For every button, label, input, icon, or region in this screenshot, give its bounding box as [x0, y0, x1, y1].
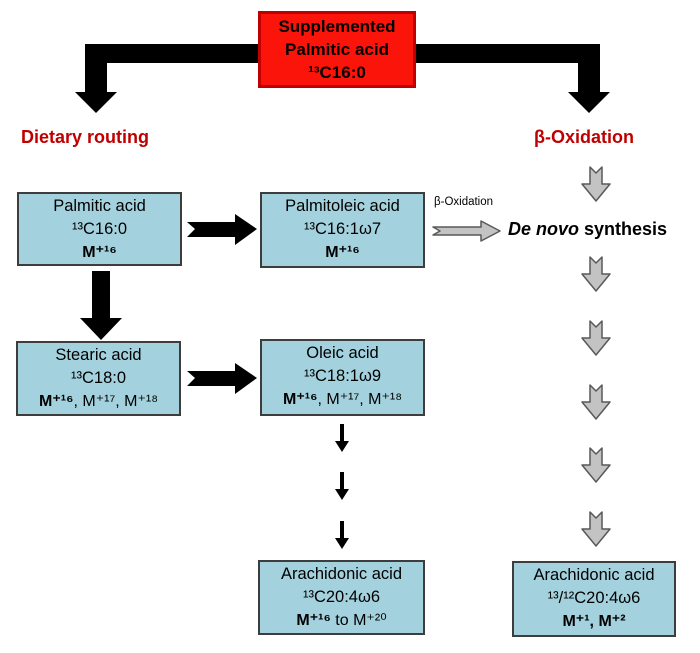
- palmitoleic-acid-box: Palmitoleic acid ¹³C16:1ω7 M⁺¹⁶: [260, 192, 425, 268]
- gray-down-arrow-1: [581, 166, 611, 202]
- box-mass: M⁺¹⁶: [262, 241, 423, 264]
- box-name: Palmitic acid: [53, 197, 146, 215]
- heading-dietary-routing: Dietary routing: [21, 127, 150, 147]
- top-box-line1: Supplemented: [278, 17, 396, 36]
- gray-down-arrow-6: [581, 511, 611, 547]
- box-name: Arachidonic acid: [533, 566, 655, 584]
- beta-oxidation-label: β-Oxidation: [434, 196, 494, 208]
- de-novo-synthesis-label: De novo synthesis: [508, 219, 667, 240]
- top-box-line3: ¹³C16:0: [308, 63, 366, 82]
- arrow-palmitoleic-to-denovo: [432, 220, 501, 242]
- box-isotope: ¹³C20:4ω6: [302, 588, 381, 606]
- arachidonic-acid-dietary-box: Arachidonic acid ¹³C20:4ω6 M⁺¹⁶ to M⁺²⁰: [258, 560, 425, 635]
- box-mass: M⁺¹⁶ to M⁺²⁰: [260, 609, 423, 632]
- palmitic-acid-box: Palmitic acid ¹³C16:0 M⁺¹⁶: [17, 192, 182, 266]
- box-isotope: ¹³C18:1ω9: [303, 367, 382, 385]
- gray-down-arrow-5: [581, 447, 611, 483]
- mass-bold: M⁺¹⁶: [39, 393, 74, 410]
- mass-bold: M⁺¹⁶: [82, 244, 117, 261]
- de-novo-italic: De novo: [508, 219, 580, 239]
- stearic-acid-box: Stearic acid ¹³C18:0 M⁺¹⁶, M⁺¹⁷, M⁺¹⁸: [16, 341, 181, 416]
- mass-rest: to M⁺²⁰: [330, 612, 387, 629]
- box-isotope: ¹³C18:0: [70, 369, 127, 387]
- heading-beta-oxidation: β-Oxidation: [534, 127, 634, 147]
- mass-bold: M⁺¹⁶: [296, 612, 331, 629]
- box-mass: M⁺¹⁶: [19, 241, 180, 264]
- gray-down-arrow-4: [581, 384, 611, 420]
- arrow-stearic-to-oleic: [187, 363, 257, 394]
- mass-rest: , M⁺¹⁷, M⁺¹⁸: [73, 393, 158, 410]
- box-mass: M⁺¹⁶, M⁺¹⁷, M⁺¹⁸: [262, 388, 423, 411]
- dashed-arrow-oleic-to-arachidonic-3: [335, 521, 349, 549]
- mass-bold: M⁺¹⁶: [325, 244, 360, 261]
- arrow-top-to-dietary-routing: [75, 44, 258, 113]
- gray-down-arrow-2: [581, 256, 611, 292]
- top-box-line2: Palmitic acid: [285, 40, 389, 59]
- gray-down-arrow-3: [581, 320, 611, 356]
- box-mass: M⁺¹, M⁺²: [514, 610, 674, 633]
- dashed-arrow-oleic-to-arachidonic-2: [335, 472, 349, 500]
- box-name: Stearic acid: [55, 346, 142, 364]
- dashed-arrow-oleic-to-arachidonic-1: [335, 424, 349, 452]
- arrow-palmitic-to-stearic: [80, 271, 122, 340]
- box-name: Palmitoleic acid: [285, 197, 400, 215]
- supplemented-palmitic-acid-box: Supplemented Palmitic acid ¹³C16:0: [258, 11, 416, 88]
- mass-bold: M⁺¹, M⁺²: [562, 613, 626, 630]
- mass-rest: , M⁺¹⁷, M⁺¹⁸: [317, 391, 402, 408]
- arrow-top-to-beta-oxidation: [416, 44, 610, 113]
- arachidonic-acid-denovo-box: Arachidonic acid ¹³/¹²C20:4ω6 M⁺¹, M⁺²: [512, 561, 676, 637]
- oleic-acid-box: Oleic acid ¹³C18:1ω9 M⁺¹⁶, M⁺¹⁷, M⁺¹⁸: [260, 339, 425, 416]
- de-novo-rest: synthesis: [579, 219, 668, 239]
- box-isotope: ¹³/¹²C20:4ω6: [547, 589, 641, 607]
- box-name: Oleic acid: [306, 344, 379, 362]
- box-isotope: ¹³C16:0: [71, 220, 128, 238]
- arrow-palmitic-to-palmitoleic: [187, 214, 257, 245]
- box-name: Arachidonic acid: [280, 565, 403, 583]
- box-mass: M⁺¹⁶, M⁺¹⁷, M⁺¹⁸: [18, 390, 179, 413]
- mass-bold: M⁺¹⁶: [283, 391, 318, 408]
- box-isotope: ¹³C16:1ω7: [303, 220, 382, 238]
